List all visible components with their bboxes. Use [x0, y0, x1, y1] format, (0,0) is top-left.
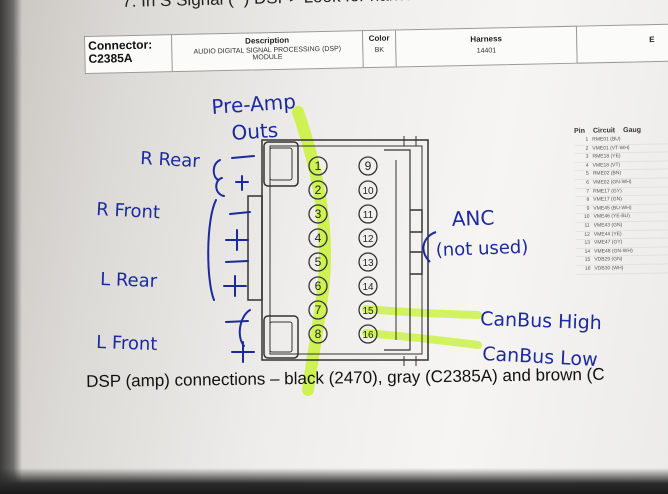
polarity-marks: [207, 155, 255, 363]
pin-number: 14: [362, 282, 374, 293]
pin-circle: [308, 324, 328, 344]
pin-circle: [308, 228, 328, 248]
pin-number: 2: [315, 183, 322, 197]
pin-circle: [358, 228, 378, 248]
handwritten-l-rear: L Rear: [100, 269, 158, 292]
connector-pin: 12: [358, 228, 378, 248]
pin-number: 12: [362, 234, 374, 245]
pin-circle: [358, 180, 378, 200]
highlighter-stroke-preamp: [292, 106, 331, 396]
connector-pin: 11: [358, 204, 378, 224]
connector-pin: 3: [308, 204, 328, 224]
connector-pin: 16: [358, 324, 378, 344]
anc-bracket: [422, 231, 437, 263]
pin-number: 13: [362, 258, 374, 269]
pin-number: 4: [315, 231, 322, 245]
connector-pin: 6: [308, 276, 328, 296]
connector-pin: 8: [308, 324, 328, 344]
pin-number: 16: [362, 330, 374, 341]
handwritten-preamp: Pre-Amp: [211, 89, 297, 119]
photo-bottom-edge-shadow: [0, 468, 668, 494]
connector-pin: 14: [358, 276, 378, 296]
connector-pin: 9: [358, 156, 378, 176]
connector-pin: 15: [358, 300, 378, 320]
connector-pin: 7: [308, 300, 328, 320]
connector-pin: 5: [308, 252, 328, 272]
pin-circle: [308, 276, 328, 296]
connector-body: [247, 136, 429, 366]
pin-number: 8: [315, 327, 322, 341]
connector-pin: 2: [308, 180, 328, 200]
left-pin-column: 1 2 3 4 5 6 7 8: [308, 156, 328, 344]
pin-circle: [358, 252, 378, 272]
pin-number: 10: [362, 186, 374, 197]
pin-circle: [358, 156, 378, 176]
handwritten-anc: ANC: [451, 206, 494, 231]
connector-pin: 10: [358, 180, 378, 200]
handwritten-not-used: (not used): [435, 237, 528, 261]
pin-circle: [358, 204, 378, 224]
handwritten-canbus-high: CanBus High: [480, 308, 602, 334]
handwritten-annotations: Pre-Amp Outs R Rear R Front L Rear L Fro…: [96, 89, 602, 371]
handwritten-outs: Outs: [231, 118, 279, 145]
connector-pin: 4: [308, 228, 328, 248]
pin-circle: [358, 324, 378, 344]
pin-number: 3: [315, 207, 322, 221]
pin-circle: [358, 300, 378, 320]
pin-number: 15: [362, 306, 374, 317]
pin-number: 9: [365, 159, 372, 173]
pin-number: 6: [315, 279, 322, 293]
handwritten-l-front: L Front: [96, 332, 158, 355]
pin-number: 1: [315, 159, 322, 173]
handwritten-r-front: R Front: [96, 199, 161, 223]
pin-circle: [308, 204, 328, 224]
pin-number: 7: [315, 303, 322, 317]
right-pin-column: 9 10 11 12 13 14 15 16: [358, 156, 378, 344]
photo-left-edge-shadow: [0, 0, 22, 494]
handwritten-r-rear: R Rear: [140, 148, 201, 172]
pin-circle: [308, 300, 328, 320]
connector-pin: 13: [358, 252, 378, 272]
pin-circle: [358, 276, 378, 296]
pin-circle: [308, 180, 328, 200]
pin-number: 5: [315, 255, 322, 269]
connector-pin: 1: [308, 156, 328, 176]
pin-circle: [308, 156, 328, 176]
pin-number: 11: [363, 210, 374, 221]
pin-circle: [308, 252, 328, 272]
